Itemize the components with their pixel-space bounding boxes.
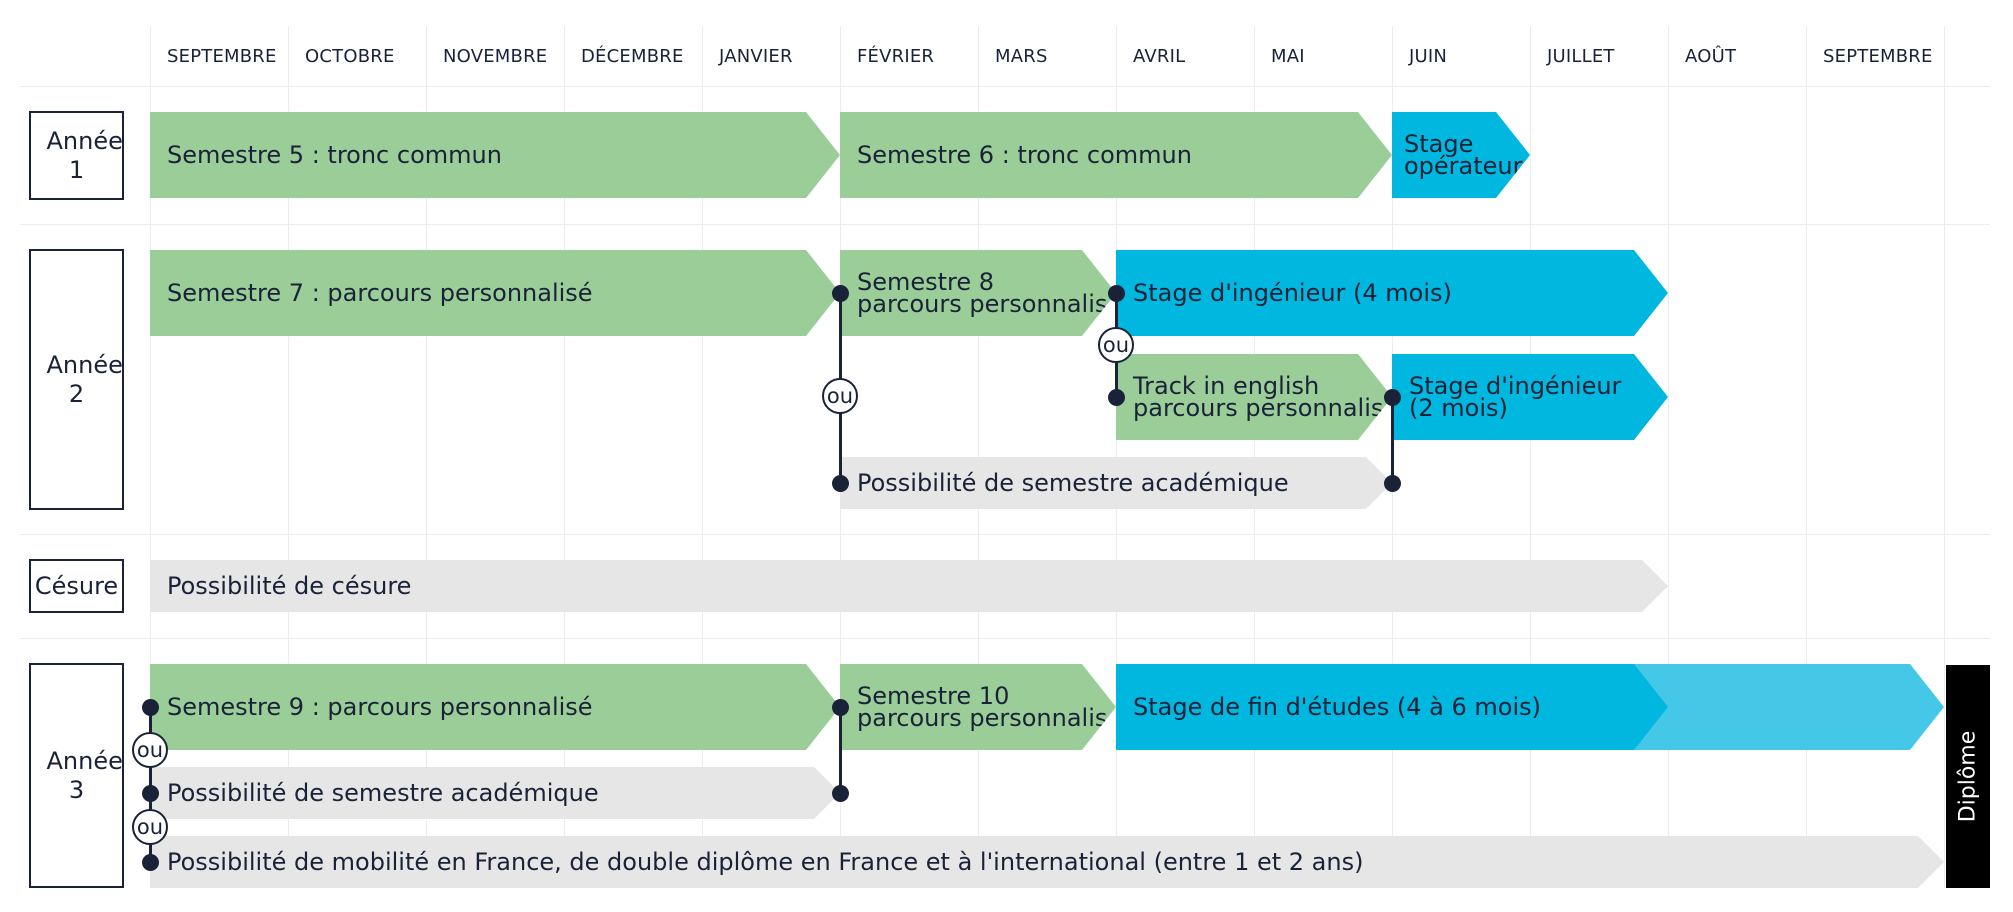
bar-semestre-7: Semestre 7 : parcours personnalisé bbox=[150, 250, 840, 336]
bar-label: Semestre 5 : tronc commun bbox=[167, 141, 502, 169]
bar-stage-ingenieur-2-mois: Stage d'ingénieur (2 mois) bbox=[1392, 354, 1668, 440]
bar-label: Possibilité de semestre académique bbox=[857, 469, 1289, 497]
year-box-annee2: Année 2 bbox=[29, 249, 124, 510]
grid-line bbox=[150, 26, 151, 888]
bar-label: Possibilité de semestre académique bbox=[167, 779, 599, 807]
bar-semestre-academique-annee2: Possibilité de semestre académique bbox=[840, 457, 1392, 509]
bar-semestre-8: Semestre 8 parcours personnalisé bbox=[840, 250, 1116, 336]
grid-line bbox=[288, 26, 289, 888]
bar-label: Semestre 9 : parcours personnalisé bbox=[167, 693, 593, 721]
connector-dot bbox=[832, 285, 849, 302]
grid-line bbox=[1944, 26, 1945, 888]
bar-label-line-2: parcours personnalisé bbox=[1133, 394, 1399, 422]
month-label: SEPTEMBRE bbox=[1823, 46, 1933, 67]
connector-dot bbox=[142, 785, 159, 802]
bar-label-line-2: (2 mois) bbox=[1409, 394, 1508, 422]
bar-stage-ingenieur-4-mois: Stage d'ingénieur (4 mois) bbox=[1116, 250, 1668, 336]
diplome-badge: Diplôme bbox=[1946, 665, 1990, 888]
connector-dot bbox=[1384, 389, 1401, 406]
grid-line bbox=[1668, 26, 1669, 888]
bar-stage-fin-etudes: Stage de fin d'études (4 à 6 mois) bbox=[1116, 664, 1668, 750]
bar-possibilite-cesure: Possibilité de césure bbox=[150, 560, 1668, 612]
bar-label-line-1: Stage bbox=[1404, 130, 1474, 158]
year-label: Année 1 bbox=[46, 126, 123, 184]
connector-dot bbox=[832, 785, 849, 802]
month-label: DÉCEMBRE bbox=[581, 46, 684, 67]
grid-line bbox=[1530, 26, 1531, 888]
bar-label: Possibilité de césure bbox=[167, 572, 412, 600]
connector-dot bbox=[142, 699, 159, 716]
year-label: Césure bbox=[34, 571, 119, 600]
bar-track-in-english: Track in english parcours personnalisé bbox=[1116, 354, 1392, 440]
bar-semestre-10: Semestre 10 parcours personnalisé bbox=[840, 664, 1116, 750]
month-label: AOÛT bbox=[1685, 46, 1737, 67]
bar-semestre-academique-annee3: Possibilité de semestre académique bbox=[150, 767, 840, 819]
month-label: MARS bbox=[995, 46, 1048, 67]
year-label: Année 2 bbox=[46, 350, 123, 408]
connector-dot bbox=[1384, 475, 1401, 492]
grid-line bbox=[426, 26, 427, 888]
connector-line bbox=[1391, 397, 1394, 483]
connector-dot bbox=[142, 854, 159, 871]
bar-label-line-2: parcours personnalisé bbox=[857, 704, 1123, 732]
month-label: MAI bbox=[1271, 46, 1305, 67]
ou-badge: ou bbox=[132, 732, 168, 768]
row-separator bbox=[20, 534, 1990, 535]
month-label: SEPTEMBRE bbox=[167, 46, 277, 67]
bar-label-line-1: Semestre 8 bbox=[857, 268, 995, 296]
connector-dot bbox=[832, 699, 849, 716]
ou-badge: ou bbox=[822, 378, 858, 414]
year-label: Année 3 bbox=[46, 746, 123, 804]
bar-label: Stage d'ingénieur (4 mois) bbox=[1133, 279, 1452, 307]
row-separator bbox=[20, 638, 1990, 639]
month-label: JANVIER bbox=[719, 46, 793, 67]
month-label: JUIN bbox=[1409, 46, 1448, 67]
bar-label: Semestre 7 : parcours personnalisé bbox=[167, 279, 593, 307]
month-label: AVRIL bbox=[1133, 46, 1186, 67]
year-box-annee3: Année 3 bbox=[29, 663, 124, 888]
bar-label-line-1: Semestre 10 bbox=[857, 682, 1010, 710]
bar-semestre-6: Semestre 6 : tronc commun bbox=[840, 112, 1392, 198]
bar-label: Semestre 6 : tronc commun bbox=[857, 141, 1192, 169]
bar-stage-operateur: Stage opérateur bbox=[1392, 112, 1530, 198]
bar-label-line-1: Track in english bbox=[1133, 372, 1320, 400]
bar-label: Stage de fin d'études (4 à 6 mois) bbox=[1133, 693, 1542, 721]
bar-label-line-1: Stage d'ingénieur bbox=[1409, 372, 1622, 400]
ou-badge: ou bbox=[1098, 327, 1134, 363]
month-label: NOVEMBRE bbox=[443, 46, 548, 67]
connector-dot bbox=[832, 475, 849, 492]
month-label: FÉVRIER bbox=[857, 46, 935, 67]
bar-label: Possibilité de mobilité en France, de do… bbox=[167, 848, 1364, 876]
month-label: JUILLET bbox=[1547, 46, 1615, 67]
connector-dot bbox=[1108, 285, 1125, 302]
month-label: OCTOBRE bbox=[305, 46, 395, 67]
grid-line bbox=[564, 26, 565, 888]
bar-label-line-2: opérateur bbox=[1404, 152, 1523, 180]
bar-mobilite: Possibilité de mobilité en France, de do… bbox=[150, 836, 1944, 888]
grid-line bbox=[702, 26, 703, 888]
year-box-annee1: Année 1 bbox=[29, 111, 124, 200]
bar-semestre-9: Semestre 9 : parcours personnalisé bbox=[150, 664, 840, 750]
connector-line bbox=[839, 707, 842, 793]
grid-line bbox=[1806, 26, 1807, 888]
ou-badge: ou bbox=[132, 809, 168, 845]
connector-dot bbox=[1108, 389, 1125, 406]
bar-semestre-5: Semestre 5 : tronc commun bbox=[150, 112, 840, 198]
bar-label-line-2: parcours personnalisé bbox=[857, 290, 1123, 318]
diplome-label: Diplôme bbox=[1955, 730, 1981, 823]
row-separator bbox=[20, 224, 1990, 225]
connector-line bbox=[149, 707, 152, 862]
year-box-cesure: Césure bbox=[29, 559, 124, 613]
row-separator bbox=[20, 86, 1990, 87]
